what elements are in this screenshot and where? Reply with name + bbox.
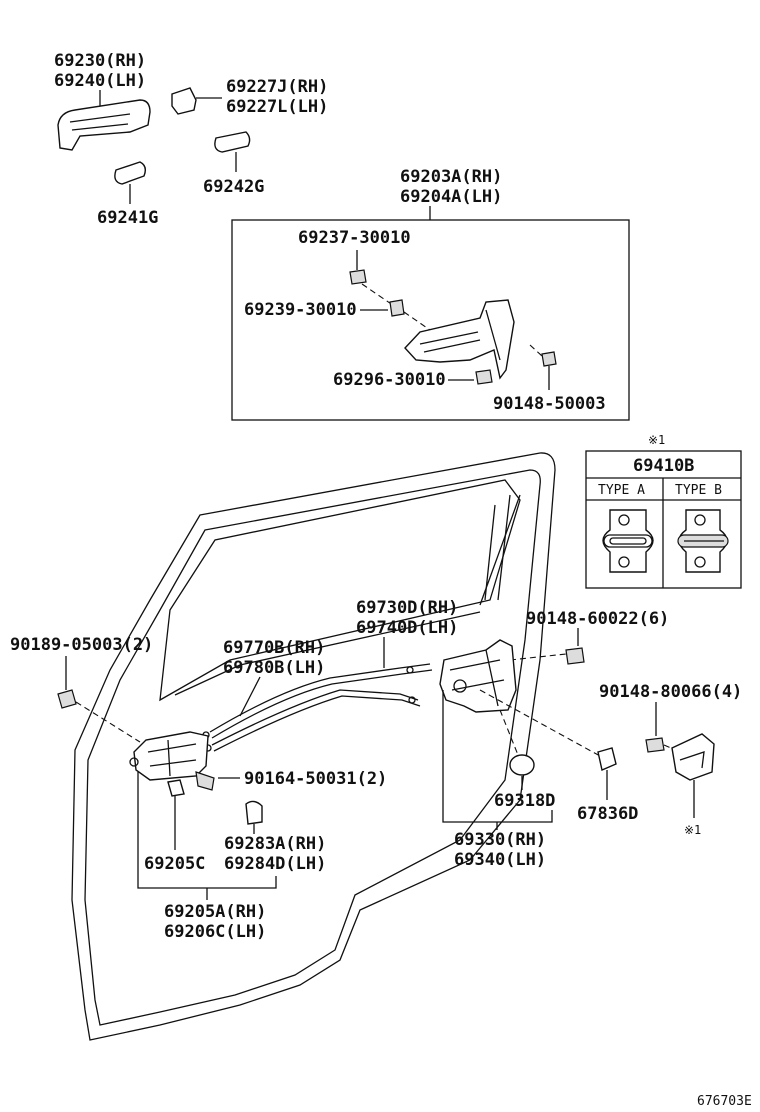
striker-type-b-label: TYPE B [675,483,722,498]
part-69237-icon [349,269,367,285]
screw-60022-icon [565,647,585,665]
label-69330-rh: 69330(RH) [454,830,546,850]
screw-50003-icon [541,351,557,367]
label-69340-lh: 69340(LH) [454,850,546,870]
cushion-67836d-icon [597,747,617,771]
handle-cap-part [171,87,197,115]
label-69730d-rh: 69730D(RH) [356,598,458,618]
label-90148-50003: 90148-50003 [493,394,606,414]
striker-type-b-icon [677,509,729,573]
label-69205c: 69205C [144,854,205,874]
striker-type-a-icon [602,509,654,573]
label-67836d: 67836D [577,804,638,824]
label-90164-50031: 90164-50031(2) [244,769,387,789]
striker-part-icon [671,733,715,781]
frame-assembly-box [231,219,630,421]
screw-80066-icon [645,737,665,753]
part-69239-icon [389,299,405,317]
label-69284d-lh: 69284D(LH) [224,854,326,874]
label-69780b-lh: 69780B(LH) [223,658,325,678]
label-69296-30010: 69296-30010 [333,370,446,390]
label-69241g: 69241G [97,208,158,228]
cable-upper [209,663,431,733]
striker-ref-mark: ※1 [684,823,701,837]
label-69227l-lh: 69227L(LH) [226,97,328,117]
striker-note-mark: ※1 [648,433,665,447]
label-90189-05003: 90189-05003(2) [10,635,153,655]
cover-69283a-icon [245,800,263,825]
inside-handle-group: 90189-05003(2) 90164-50031(2) 69205C 692… [10,635,387,942]
outside-handle-group: 69230(RH) 69240(LH) 69227J(RH) 69227L(LH… [54,51,328,228]
frame-assembly-group: 69203A(RH) 69204A(LH) 69237-30010 69239-… [231,167,630,421]
lock-assembly-group: 90148-60022(6) 69318D 67836D 90148-80066… [439,609,742,870]
label-69205a-rh: 69205A(RH) [164,902,266,922]
label-69206c-lh: 69206C(LH) [164,922,266,942]
clip-05003-icon [57,689,77,709]
label-69227j-rh: 69227J(RH) [226,77,328,97]
label-69230-rh: 69230(RH) [54,51,146,71]
inside-handle-part [133,731,209,781]
label-69204a-lh: 69204A(LH) [400,187,502,207]
screw-50031-icon [195,771,215,791]
part-69296-icon [475,369,493,385]
cable-group: 69730D(RH) 69740D(LH) 69770B(RH) 69780B(… [202,494,521,752]
frame-bracket-part [404,299,515,380]
pad-69242g-part [214,131,251,153]
door-outline [71,452,556,1041]
cable-lower [211,689,419,746]
label-69239-30010: 69239-30010 [244,300,357,320]
striker-type-a-label: TYPE A [598,483,645,498]
label-69203a-rh: 69203A(RH) [400,167,502,187]
pad-69241g-part [114,161,147,185]
label-69237-30010: 69237-30010 [298,228,411,248]
label-69770b-rh: 69770B(RH) [223,638,325,658]
label-90148-60022: 90148-60022(6) [526,609,669,629]
figure-code: 676703E [697,1094,752,1109]
label-69240-lh: 69240(LH) [54,71,146,91]
striker-title: 69410B [633,456,694,476]
plug-69318d-icon [509,754,535,776]
door-lock-part [439,639,517,713]
label-69318d: 69318D [494,791,555,811]
label-69242g: 69242G [203,177,264,197]
striker-box-group: ※1 69410B TYPE A TYPE B [585,433,742,589]
outside-handle-part [57,99,151,151]
label-69740d-lh: 69740D(LH) [356,618,458,638]
label-90148-80066: 90148-80066(4) [599,682,742,702]
bezel-69205c-icon [167,779,185,797]
label-69283a-rh: 69283A(RH) [224,834,326,854]
